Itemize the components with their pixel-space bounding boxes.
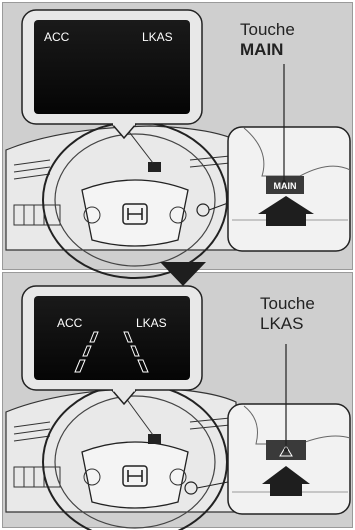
lkas-button-label: Touche LKAS [260, 294, 315, 334]
bottom-acc-text: ACC [57, 316, 82, 330]
main-button-text: MAIN [274, 181, 297, 191]
bottom-display-callout [22, 286, 202, 404]
main-button-label: Touche MAIN [240, 20, 295, 60]
top-dashboard-illustration [6, 120, 236, 278]
highlight-display-mark [148, 162, 161, 172]
main-label-line2: MAIN [240, 40, 295, 60]
lkas-label-line1: Touche [260, 294, 315, 314]
main-label-line1: Touche [240, 20, 295, 40]
top-lkas-text: LKAS [142, 30, 173, 44]
bottom-dashboard-illustration [6, 384, 236, 530]
top-acc-text: ACC [44, 30, 69, 44]
bottom-lkas-text: LKAS [136, 316, 167, 330]
lkas-label-line2: LKAS [260, 314, 315, 334]
